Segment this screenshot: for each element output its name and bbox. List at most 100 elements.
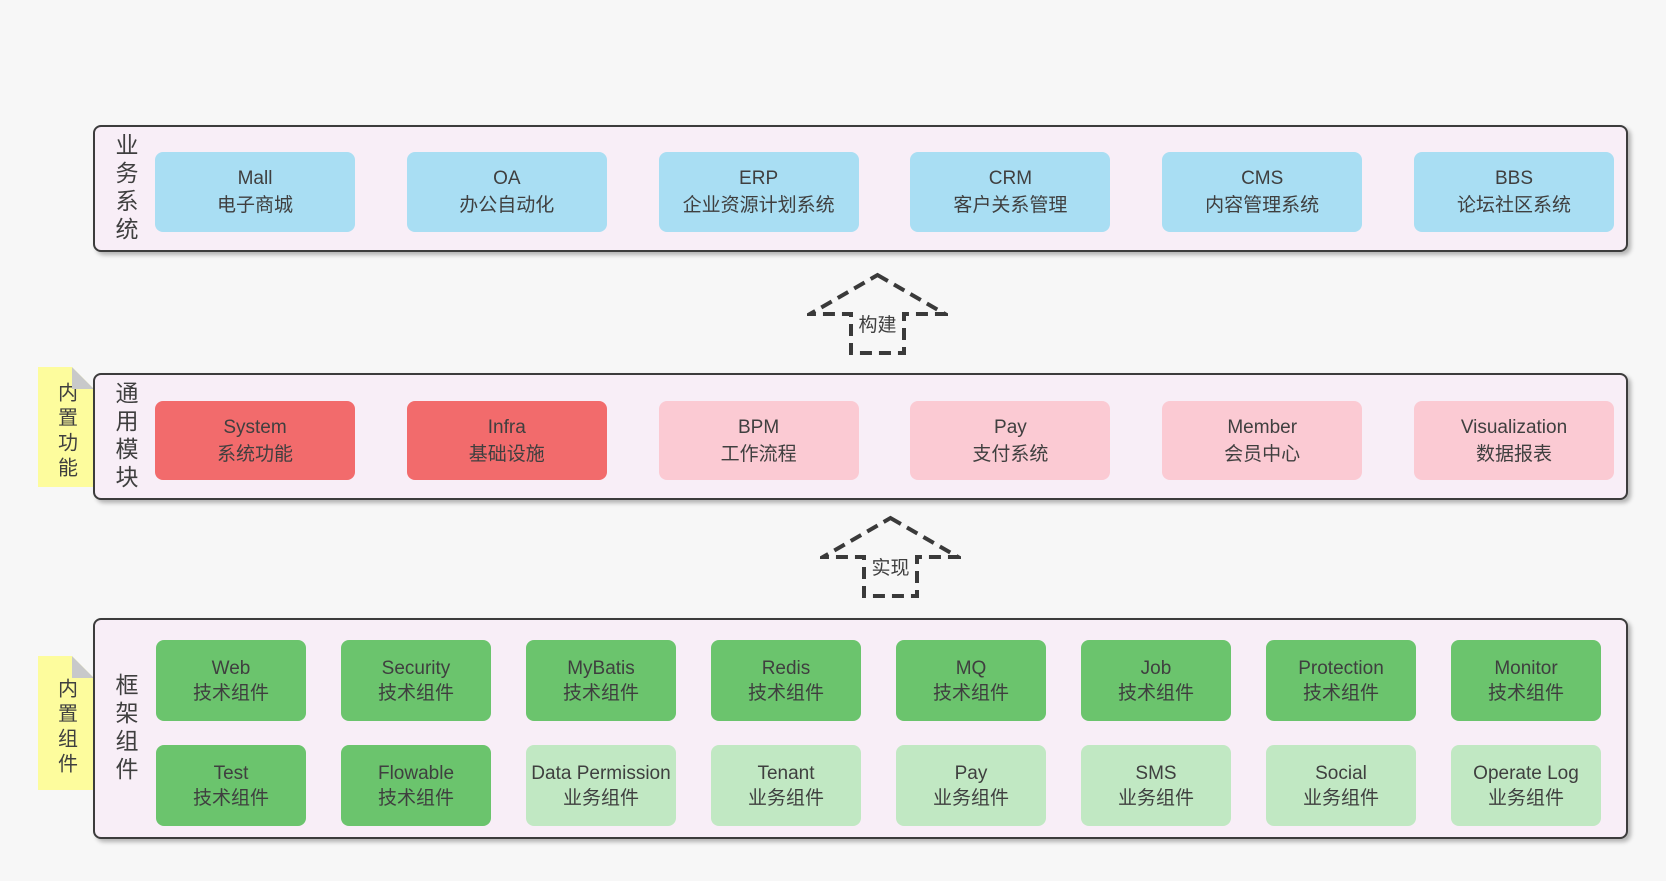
module-box-title: CMS <box>1241 168 1284 189</box>
module-box-title: System <box>223 416 287 438</box>
module-box-subtitle: 业务组件 <box>932 787 1009 809</box>
module-box-subtitle: 工作流程 <box>720 443 797 465</box>
folded-corner-icon <box>72 656 94 678</box>
panel-common-modules: 通用模块 System 系统功能 Infra 基础设施 BPM 工作流程 Pay 支付系统 Me… <box>93 373 1628 500</box>
module-box: Data Permission 业务组件 <box>526 745 676 826</box>
sticky-note-label: 内置功能 <box>54 382 77 482</box>
module-box-subtitle: 基础设施 <box>468 443 545 465</box>
module-box-subtitle: 技术组件 <box>377 787 454 809</box>
module-box-title: BBS <box>1494 168 1533 189</box>
module-box-subtitle: 内容管理系统 <box>1205 195 1320 216</box>
module-box-subtitle: 技术组件 <box>1487 682 1564 704</box>
module-box-title: Social <box>1315 762 1367 784</box>
module-box-subtitle: 客户关系管理 <box>953 195 1068 216</box>
module-box-title: Security <box>381 657 451 679</box>
module-box-subtitle: 技术组件 <box>1302 682 1379 704</box>
module-box-title: BPM <box>738 416 780 438</box>
module-box-subtitle: 技术组件 <box>192 682 269 704</box>
sticky-note-builtin-components: 内置组件 <box>38 656 94 790</box>
sticky-note-builtin-features: 内置功能 <box>38 367 94 487</box>
panel-label-common-modules: 通用模块 <box>112 380 138 493</box>
module-box-subtitle: 支付系统 <box>972 443 1049 465</box>
module-box: Security 技术组件 <box>341 640 491 721</box>
module-box-subtitle: 业务组件 <box>1487 787 1564 809</box>
module-box: Operate Log 业务组件 <box>1451 745 1601 826</box>
up-arrow-implement: 实现 <box>820 515 961 599</box>
module-box: Visualization 数据报表 <box>1413 401 1614 480</box>
module-box-title: Test <box>213 762 249 784</box>
module-box: Infra 基础设施 <box>406 401 607 480</box>
panel-label-business-systems: 业务系统 <box>112 132 138 245</box>
module-box-title: SMS <box>1135 762 1177 784</box>
module-box-title: Flowable <box>377 762 455 784</box>
module-box: Test 技术组件 <box>156 745 306 826</box>
module-box-title: Pay <box>994 416 1027 438</box>
module-box-title: Redis <box>761 657 811 679</box>
module-box-title: Monitor <box>1494 657 1558 679</box>
module-box: Tenant 业务组件 <box>711 745 861 826</box>
folded-corner-icon <box>72 367 94 389</box>
module-box: Protection 技术组件 <box>1266 640 1416 721</box>
module-box-title: Tenant <box>757 762 815 784</box>
module-box: Web 技术组件 <box>156 640 306 721</box>
module-box-title: Pay <box>954 762 988 784</box>
module-box: ERP 企业资源计划系统 <box>658 152 859 232</box>
module-box: Mall 电子商城 <box>155 152 355 232</box>
module-box-title: CRM <box>988 168 1033 189</box>
module-box-title: Data Permission <box>531 762 671 784</box>
module-box-subtitle: 业务组件 <box>1302 787 1379 809</box>
module-box-title: OA <box>493 168 521 189</box>
module-box-subtitle: 技术组件 <box>932 682 1009 704</box>
module-box-title: Web <box>211 657 251 679</box>
module-box: OA 办公自动化 <box>406 152 607 232</box>
module-box-title: MyBatis <box>567 657 635 679</box>
panel-business-systems: 业务系统 Mall 电子商城 OA 办公自动化 ERP 企业资源计划系统 CRM 客户关系管理… <box>93 125 1628 252</box>
module-box: Flowable 技术组件 <box>341 745 491 826</box>
module-box-title: ERP <box>739 168 779 189</box>
up-arrow-build: 构建 <box>807 272 948 356</box>
module-box: Pay 支付系统 <box>910 401 1111 480</box>
module-box: Pay 业务组件 <box>896 745 1046 826</box>
module-box: CRM 客户关系管理 <box>910 152 1111 232</box>
module-box-subtitle: 电子商城 <box>216 195 293 216</box>
module-box-title: Visualization <box>1460 416 1568 438</box>
box-row-business-systems: Mall 电子商城 OA 办公自动化 ERP 企业资源计划系统 CRM 客户关系管理 CMS 内容… <box>155 152 1614 232</box>
module-box-subtitle: 企业资源计划系统 <box>682 195 835 216</box>
dashed-up-arrow-icon <box>820 515 961 598</box>
module-box: Redis 技术组件 <box>711 640 861 721</box>
sticky-note-label: 内置组件 <box>54 678 77 778</box>
module-box-subtitle: 业务组件 <box>562 787 639 809</box>
module-box-subtitle: 技术组件 <box>1117 682 1194 704</box>
module-box: System 系统功能 <box>155 401 355 480</box>
module-box-subtitle: 技术组件 <box>747 682 824 704</box>
module-box-subtitle: 业务组件 <box>747 787 824 809</box>
module-box: Job 技术组件 <box>1081 640 1231 721</box>
module-box: BPM 工作流程 <box>658 401 859 480</box>
module-box-title: MQ <box>955 657 987 679</box>
module-box-title: Protection <box>1298 657 1384 679</box>
dashed-up-arrow-icon <box>807 272 948 355</box>
module-box-subtitle: 办公自动化 <box>459 195 555 216</box>
arrow-label-build: 构建 <box>855 309 900 338</box>
module-box-title: Member <box>1227 416 1298 438</box>
module-box-subtitle: 系统功能 <box>216 443 293 465</box>
module-box-title: Operate Log <box>1473 762 1579 784</box>
module-box-subtitle: 技术组件 <box>562 682 639 704</box>
module-box-subtitle: 业务组件 <box>1117 787 1194 809</box>
module-box-title: Job <box>1140 657 1172 679</box>
module-box-subtitle: 技术组件 <box>192 787 269 809</box>
module-box-subtitle: 技术组件 <box>377 682 454 704</box>
module-box: CMS 内容管理系统 <box>1162 152 1363 232</box>
module-box-subtitle: 数据报表 <box>1475 443 1552 465</box>
module-box: MQ 技术组件 <box>896 640 1046 721</box>
module-box-title: Infra <box>487 416 526 438</box>
arrow-label-implement: 实现 <box>868 552 913 581</box>
module-box: Social 业务组件 <box>1266 745 1416 826</box>
module-box-title: Mall <box>237 168 273 189</box>
